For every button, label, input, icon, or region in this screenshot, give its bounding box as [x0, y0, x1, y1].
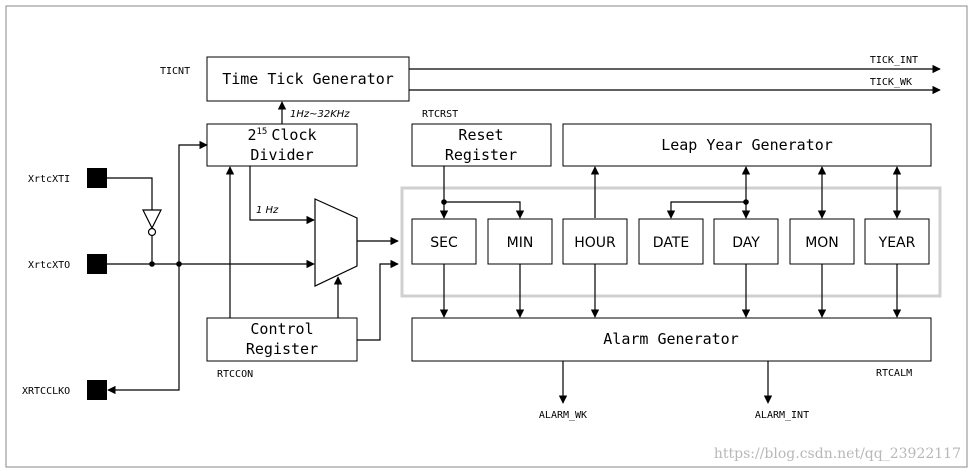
clock-divider-word: Clock — [271, 126, 316, 144]
clock-divider-block — [206, 123, 358, 167]
clock-divider-base: 2 — [247, 126, 256, 144]
control-register-block — [206, 317, 358, 362]
day-register-label: DAY — [732, 235, 760, 251]
junction-dot — [149, 261, 155, 267]
hour-register — [562, 218, 628, 265]
clk-out-pin — [87, 380, 107, 400]
one-hz-wire — [249, 166, 315, 225]
clock-mux — [314, 198, 358, 287]
tick-int-label: TICK_INT — [870, 55, 918, 66]
alarm-generator-block — [411, 317, 932, 362]
clock-divider-line2: Divider — [250, 146, 313, 164]
alarm-wk-label: ALARM_WK — [539, 410, 587, 421]
watermark-text: https://blog.csdn.net/qq_23922117 — [714, 446, 961, 462]
inverter-bubble-icon — [147, 227, 157, 237]
tick-wk-label: TICK_WK — [870, 77, 912, 88]
year-register-label: YEAR — [878, 235, 916, 251]
year-register — [864, 218, 930, 265]
reset-register-line2: Register — [445, 146, 517, 164]
leap-year-generator-label: Leap Year Generator — [661, 136, 833, 154]
reset-register-block — [411, 123, 552, 167]
date-register — [638, 218, 704, 265]
rtcalm-label: RTCALM — [876, 368, 912, 379]
day-to-date-wire — [666, 201, 746, 219]
leap-year-generator-block — [562, 123, 932, 167]
clk-out-label: XRTCCLKO — [22, 386, 70, 397]
xtal-out-pin — [87, 254, 107, 274]
junction-dot — [743, 199, 749, 205]
date-register-label: DATE — [653, 235, 689, 251]
hour-register-label: HOUR — [574, 235, 616, 251]
time-tick-generator-label: Time Tick Generator — [222, 70, 394, 88]
xtal-out-label: XrtcXTO — [28, 260, 70, 271]
time-counters-group — [400, 186, 942, 298]
xti-wire — [107, 177, 153, 210]
xtal-in-label: XrtcXTI — [28, 174, 70, 185]
reset-register-line1: Reset — [458, 126, 503, 144]
junction-dot — [441, 199, 447, 205]
control-register-line1: Control — [250, 320, 313, 338]
inverter-icon — [142, 209, 162, 230]
time-tick-generator-block — [206, 56, 410, 102]
clkout-wire — [107, 264, 180, 395]
rtccon-label: RTCCON — [217, 369, 253, 380]
alarm-generator-label: Alarm Generator — [603, 330, 738, 348]
day-register — [713, 218, 779, 265]
one-hz-label: 1 Hz — [256, 205, 279, 216]
clock-to-divider-wire — [178, 140, 208, 264]
rtcrst-label: RTCRST — [422, 109, 458, 120]
control-to-counters-wire — [357, 259, 399, 341]
xtal-in-pin — [87, 168, 107, 188]
reset-to-min-wire — [444, 201, 525, 219]
mon-register-label: MON — [805, 235, 839, 251]
diagram-frame — [5, 5, 968, 468]
alarm-int-label: ALARM_INT — [755, 410, 809, 421]
sec-register — [411, 218, 477, 265]
min-register-label: MIN — [507, 235, 534, 251]
control-register-line2: Register — [246, 340, 318, 358]
sec-register-label: SEC — [430, 235, 458, 251]
clock-divider-exp: 15 — [257, 127, 268, 137]
ticnt-label: TICNT — [160, 66, 190, 77]
mon-register — [789, 218, 855, 265]
freq-range-label: 1Hz~32KHz — [290, 109, 350, 120]
